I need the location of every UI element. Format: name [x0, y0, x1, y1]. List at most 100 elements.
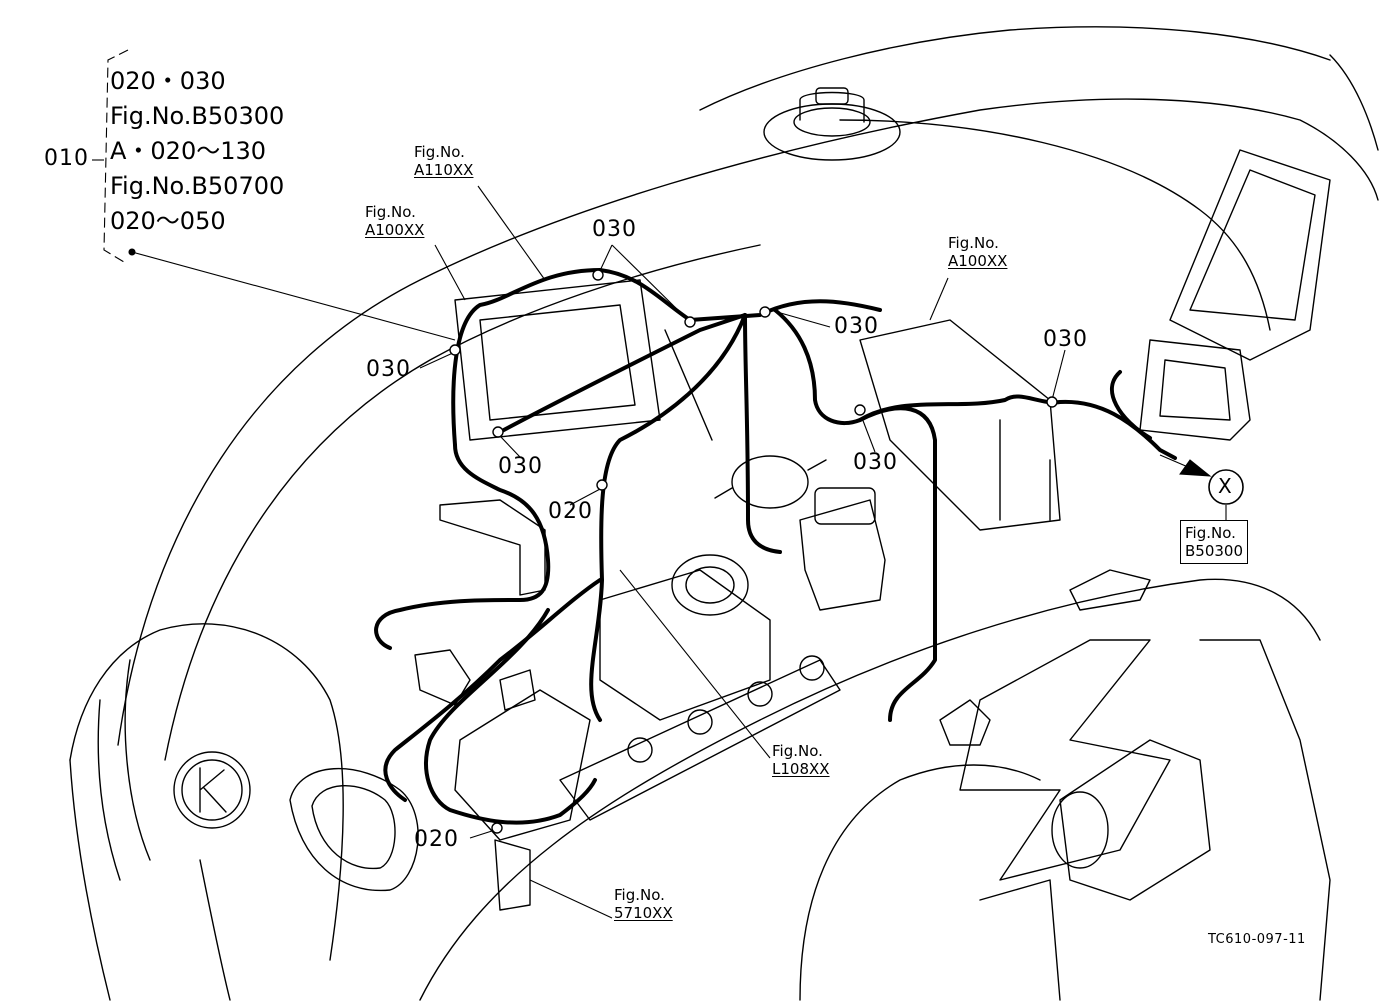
- legend-line: A・020～130: [110, 137, 267, 165]
- front-grille-outline: [69, 623, 344, 961]
- ref-030-right: 030: [1043, 327, 1088, 352]
- clamp-marker: [759, 306, 771, 318]
- connector-x-label[interactable]: X: [1218, 474, 1232, 498]
- leader-030-mid: [769, 309, 831, 328]
- callout-fig-5710[interactable]: Fig.No. 5710XX: [614, 886, 673, 922]
- leader-a100-right: [929, 277, 949, 321]
- fuel-pump-block: [599, 569, 771, 721]
- grille-lower-left: [69, 759, 111, 1001]
- callout-fig-b50300[interactable]: Fig.No. B50300: [1180, 520, 1249, 564]
- glow-plug: [664, 329, 713, 441]
- clamp-marker: [684, 316, 696, 328]
- fender-shape: [419, 578, 1321, 1001]
- leader-030-lower: [499, 435, 521, 458]
- grille-bar-2: [97, 699, 121, 881]
- leader-030-top-b: [611, 244, 691, 323]
- legend-line: Fig.No.B50300: [110, 102, 285, 130]
- fender-z-outline: [959, 639, 1171, 881]
- emblem-inner: [181, 759, 243, 821]
- leader-020-mid: [569, 487, 603, 506]
- ref-030-lower: 030: [498, 454, 543, 479]
- common-rail: [559, 659, 841, 821]
- leader-5710: [529, 879, 613, 919]
- lower-bracket: [494, 839, 531, 911]
- callout-label: Fig.No.: [1185, 524, 1236, 542]
- clamp-marker: [491, 822, 503, 834]
- hood-ridge: [839, 119, 1271, 331]
- clamp-marker: [592, 269, 604, 281]
- callout-ref: 5710XX: [614, 904, 673, 922]
- callout-fig-l108[interactable]: Fig.No. L108XX: [772, 742, 830, 778]
- callout-label: Fig.No.: [948, 234, 999, 252]
- legend-item-number: 010: [44, 146, 89, 171]
- filler-cap-body: [799, 91, 865, 123]
- leader-030-center: [861, 417, 876, 453]
- ecu-bracket-inner: [1159, 359, 1231, 421]
- temp-sensor: [1069, 569, 1151, 611]
- harness-to-egr: [773, 308, 937, 722]
- emblem-k: [199, 767, 227, 813]
- legend-line: 020・030: [110, 67, 226, 95]
- callout-ref: B50300: [1185, 542, 1244, 560]
- clamp-marker: [854, 404, 866, 416]
- callout-label: Fig.No.: [365, 203, 416, 221]
- egr-connector: [814, 487, 876, 525]
- throttle-body: [671, 554, 749, 616]
- hood-top-curve: [699, 26, 1331, 111]
- ecu-housing-inner: [1189, 169, 1316, 321]
- rail-port-2: [687, 709, 713, 735]
- leader-030-right: [1051, 349, 1066, 401]
- ecu-bracket: [1139, 339, 1251, 441]
- fuel-filter-nozzle: [714, 459, 827, 499]
- grille-lower-right: [199, 859, 231, 1001]
- starter-solenoid: [1051, 791, 1109, 869]
- bracket-right-edge: [999, 419, 1051, 521]
- arrow-head: [1179, 459, 1212, 477]
- ref-030-left: 030: [366, 357, 411, 382]
- leader-030-left: [419, 351, 456, 369]
- fuel-filter-body: [731, 455, 809, 509]
- drawing-number: TC610-097-11: [1208, 932, 1306, 947]
- callout-ref: L108XX: [772, 760, 830, 778]
- starter-motor: [1059, 739, 1211, 901]
- hood-inner-outline: [164, 244, 761, 761]
- ecu-housing: [1169, 149, 1331, 361]
- filler-cap-top: [815, 87, 849, 105]
- filler-cap-ring: [793, 107, 871, 137]
- harness-to-right: [858, 394, 1177, 460]
- callout-fig-a100-right[interactable]: Fig.No. A100XX: [948, 234, 1007, 270]
- egr-block: [799, 499, 886, 611]
- harness-main-top: [451, 268, 882, 447]
- leader-020-bottom: [469, 829, 496, 839]
- callout-label: Fig.No.: [414, 143, 465, 161]
- bumper-right: [979, 879, 1061, 1001]
- emblem-outer: [173, 751, 251, 829]
- harness-diagonal: [498, 313, 747, 434]
- callout-ref: A110XX: [414, 161, 474, 179]
- callout-label: Fig.No.: [614, 886, 665, 904]
- callout-ref: A100XX: [948, 252, 1008, 270]
- legend-line: 020～050: [110, 207, 226, 235]
- ref-020-bottom: 020: [414, 827, 459, 852]
- mounting-plate-left-inner: [479, 304, 636, 421]
- callout-fig-a100-left[interactable]: Fig.No. A100XX: [365, 203, 424, 239]
- rail-port-1: [627, 737, 653, 763]
- supply-pump: [454, 689, 591, 841]
- maf-sensor: [439, 499, 546, 596]
- engine-block-lower: [799, 764, 1041, 1001]
- headlight-inner: [311, 785, 396, 870]
- clamp-marker: [1046, 396, 1058, 408]
- leader-l108: [619, 569, 771, 759]
- harness-lower-pump: [424, 608, 597, 825]
- right-frame: [1199, 639, 1331, 1001]
- leader-a100-left: [434, 244, 466, 301]
- supply-pump-top: [499, 669, 536, 711]
- filler-cap-base: [763, 103, 901, 161]
- callout-fig-a110[interactable]: Fig.No. A110XX: [414, 143, 473, 179]
- callout-label: Fig.No.: [772, 742, 823, 760]
- callout-ref: A100XX: [365, 221, 425, 239]
- hood-top-edge: [1329, 54, 1379, 151]
- clamp-marker: [492, 426, 504, 438]
- throttle-bore: [685, 566, 735, 604]
